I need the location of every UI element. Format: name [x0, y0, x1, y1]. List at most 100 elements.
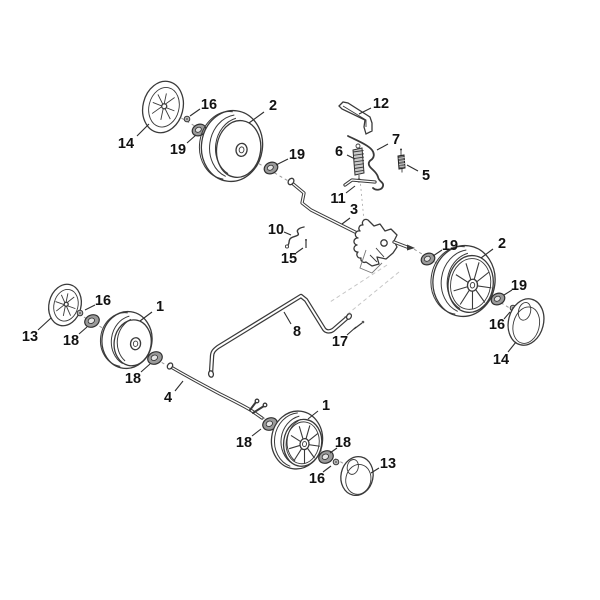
wheel-face: [447, 254, 494, 314]
part-label: 18: [236, 435, 252, 451]
part-label: 4: [164, 390, 172, 406]
wheel-1-bottom: [270, 410, 324, 470]
wheel-face: [215, 119, 262, 178]
bushing-19-top-left-inner: [263, 161, 279, 175]
wheel-hub: [299, 437, 310, 451]
tyre: [101, 310, 153, 370]
handle-bar-8: [207, 293, 353, 378]
callout-18-bottom-b: 18: [329, 435, 351, 454]
link-rod-11: [343, 178, 377, 187]
axle-end-cap: [166, 362, 174, 370]
part-label: 13: [22, 329, 38, 345]
callout-10: 10: [268, 222, 292, 238]
hubcap-14-right: [507, 298, 545, 346]
part-label: 5: [422, 168, 430, 184]
part-label: 19: [442, 238, 458, 254]
axle-stub: [392, 240, 415, 251]
adjuster-bracket: [353, 218, 415, 274]
wheel-hub: [466, 278, 479, 292]
front-axle-3: [287, 177, 367, 239]
callout-7: 7: [376, 132, 400, 151]
callout-3: 3: [341, 202, 358, 225]
part-label: 18: [125, 371, 141, 387]
bushing-18-left-outer: [84, 314, 100, 328]
screw-16-bottom: [332, 458, 340, 466]
callout-16-bottom: 16: [309, 465, 332, 487]
part-label: 18: [335, 435, 351, 451]
part-label: 12: [373, 96, 389, 112]
callout-14-right: 14: [493, 341, 517, 368]
hubcap-14-top-left: [141, 80, 185, 134]
callout-16-top-left: 16: [189, 97, 217, 117]
part-label: 17: [332, 334, 348, 350]
wheel-2-right: [430, 244, 496, 318]
part-label: 11: [330, 191, 345, 207]
spring-clip-10: [284, 226, 305, 249]
part-label: 6: [335, 144, 343, 160]
axle-fork: [249, 398, 268, 414]
wheel-1-left: [99, 310, 153, 370]
screw-16-left: [76, 309, 84, 317]
spring-wire-7: [347, 135, 385, 191]
callout-16-left: 16: [84, 293, 111, 311]
callout-19-top-left-b: 19: [275, 147, 305, 166]
part-label: 8: [293, 324, 301, 340]
callout-16-right: 16: [489, 311, 511, 333]
callout-1-left: 1: [139, 299, 164, 322]
axle-end-cap: [287, 177, 295, 186]
callout-6: 6: [335, 144, 356, 160]
part-label: 3: [350, 202, 358, 218]
part-label: 1: [156, 299, 164, 315]
wheel-hub: [235, 142, 248, 157]
bushing-18-bottom-outer: [262, 417, 278, 431]
bushing-19-right-outer: [490, 292, 506, 306]
callout-18-left-b: 18: [125, 363, 151, 387]
rear-axle-4: [166, 362, 268, 420]
part-label: 2: [269, 98, 277, 114]
tension-spring-5: [397, 148, 406, 173]
part-label: 16: [201, 97, 217, 113]
screw-16-top-left: [183, 115, 191, 123]
tube-end-cap: [207, 370, 215, 378]
pin-15: [305, 239, 307, 248]
callout-18-left-a: 18: [63, 326, 88, 349]
part-label: 18: [63, 333, 79, 349]
callout-14-top-left: 14: [118, 123, 150, 152]
part-label: 16: [309, 471, 325, 487]
bushing-19-right-inner: [420, 252, 436, 266]
part-label: 19: [511, 278, 527, 294]
bushing-18-left-inner: [147, 351, 163, 365]
tension-spring-6: [352, 143, 365, 183]
callout-19-right-b: 19: [503, 278, 527, 296]
hubcap-star-pattern: [151, 93, 175, 120]
callout-15: 15: [281, 247, 304, 267]
part-label: 15: [281, 251, 297, 267]
callout-8: 8: [283, 311, 301, 340]
part-label: 14: [493, 352, 509, 368]
part-label: 2: [498, 236, 506, 252]
callout-12: 12: [358, 96, 389, 115]
tyre: [200, 109, 264, 183]
part-label: 19: [170, 142, 186, 158]
callout-5: 5: [406, 164, 430, 184]
callout-19-right-a: 19: [432, 238, 458, 257]
hubcap-star-pattern: [55, 293, 76, 317]
wheel-face: [282, 418, 323, 467]
tyre: [432, 244, 496, 318]
part-label: 10: [268, 222, 284, 238]
callout-13-bottom: 13: [370, 456, 396, 474]
tube-end-cap: [345, 313, 353, 320]
hubcap-13-left: [48, 283, 82, 327]
part-label: 13: [380, 456, 396, 472]
part-label: 16: [489, 317, 505, 333]
callout-1-bottom: 1: [307, 398, 330, 420]
callout-11: 11: [330, 185, 356, 207]
hubcap-13-bottom: [340, 455, 374, 497]
wheel-face: [113, 319, 152, 367]
part-label: 16: [95, 293, 111, 309]
callout-13-left: 13: [22, 317, 52, 345]
callout-19-top-left-a: 19: [170, 134, 197, 158]
part-label: 19: [289, 147, 305, 163]
